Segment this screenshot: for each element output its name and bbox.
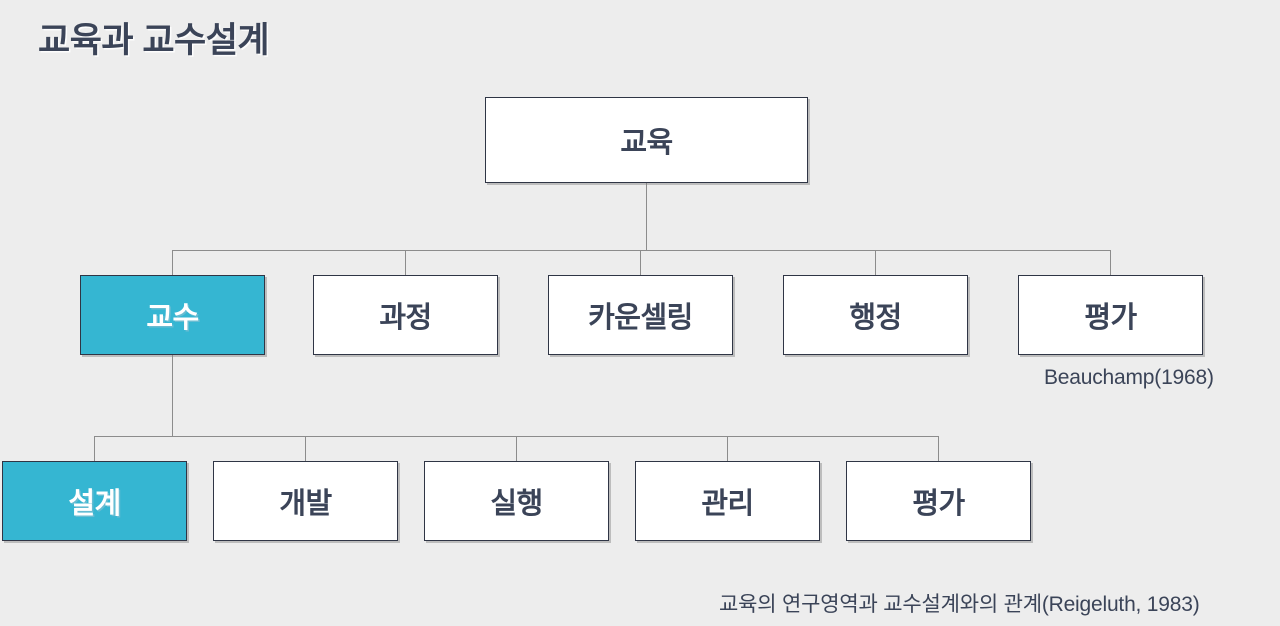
node-label: 평가: [1084, 302, 1137, 334]
node-curriculum[interactable]: 과정: [313, 275, 498, 355]
node-label: 설계: [68, 488, 121, 520]
node-label: 카운셀링: [588, 302, 693, 334]
connector-drop-level2-4: [875, 250, 876, 275]
connector-drop-level2-2: [405, 250, 406, 275]
node-administration[interactable]: 행정: [783, 275, 968, 355]
connector-drop-level2-3: [640, 250, 641, 275]
connector-drop-level3-2: [305, 436, 306, 461]
node-root-education[interactable]: 교육: [485, 97, 808, 183]
node-implementation[interactable]: 실행: [424, 461, 609, 541]
connector-root-stem: [646, 183, 647, 250]
connector-drop-level3-3: [516, 436, 517, 461]
page-title: 교육과 교수설계: [38, 21, 270, 60]
node-label: 관리: [701, 488, 754, 520]
node-evaluation-level2[interactable]: 평가: [1018, 275, 1203, 355]
node-label: 교육: [620, 127, 673, 159]
connector-level2-bus: [172, 250, 1111, 251]
node-development[interactable]: 개발: [213, 461, 398, 541]
node-instruction[interactable]: 교수: [80, 275, 265, 355]
connector-drop-level3-5: [938, 436, 939, 461]
node-label: 교수: [146, 302, 199, 334]
connector-drop-level2-1: [172, 250, 173, 275]
node-label: 행정: [849, 302, 902, 334]
node-design[interactable]: 설계: [2, 461, 187, 541]
node-label: 실행: [490, 488, 543, 520]
connector-drop-level3-1: [94, 436, 95, 461]
connector-instruction-stem: [172, 355, 173, 436]
caption-beauchamp: Beauchamp(1968): [1044, 366, 1214, 389]
node-counseling[interactable]: 카운셀링: [548, 275, 733, 355]
connector-drop-level2-5: [1110, 250, 1111, 275]
node-management[interactable]: 관리: [635, 461, 820, 541]
node-label: 개발: [279, 488, 332, 520]
node-evaluation-level3[interactable]: 평가: [846, 461, 1031, 541]
node-label: 평가: [912, 488, 965, 520]
caption-reigeluth: 교육의 연구영역과 교수설계와의 관계(Reigeluth, 1983): [719, 593, 1200, 616]
connector-drop-level3-4: [727, 436, 728, 461]
node-label: 과정: [379, 302, 432, 334]
